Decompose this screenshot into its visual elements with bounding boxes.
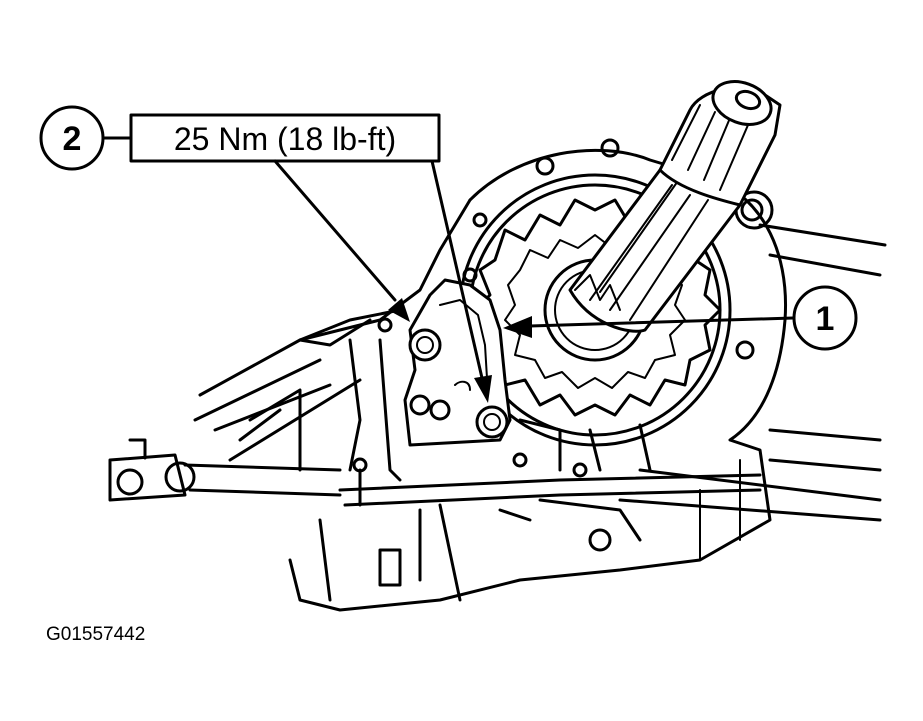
callout-1: 1 (792, 285, 858, 351)
input-shaft (568, 80, 782, 333)
bolt-lower (475, 405, 509, 439)
callout-2: 2 (39, 105, 105, 171)
callout-1-number: 1 (816, 300, 835, 338)
torque-leader-lines (273, 159, 492, 403)
transmission-case (288, 138, 887, 612)
figure-id: G01557442 (46, 624, 145, 645)
callout-1-leader (503, 316, 795, 338)
torque-box: 25 Nm (18 lb-ft) (129, 113, 441, 163)
mounting-bracket (403, 278, 512, 447)
left-components (108, 308, 762, 602)
torque-label: 25 Nm (18 lb-ft) (174, 121, 396, 157)
bolt-upper (408, 328, 442, 362)
callout-2-number: 2 (63, 120, 82, 158)
